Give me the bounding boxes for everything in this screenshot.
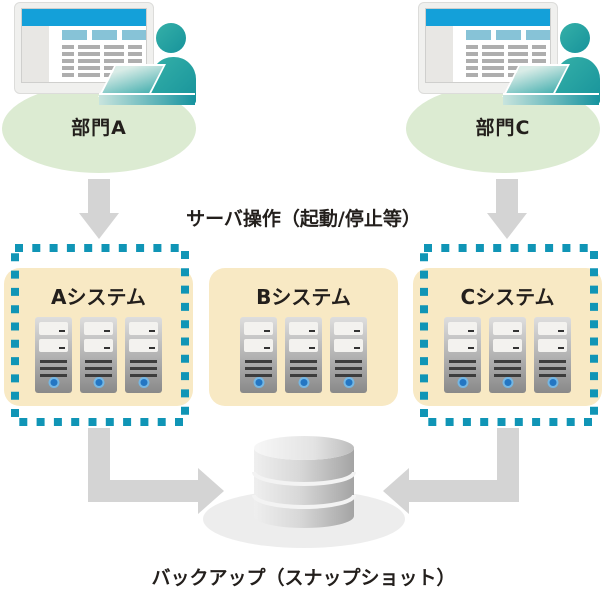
monitor-icon (418, 2, 558, 94)
server-icon (125, 317, 162, 393)
server-group (35, 317, 162, 393)
screen-titlebar (22, 9, 146, 26)
down-arrow-c-icon (487, 179, 527, 239)
server-icon (240, 317, 277, 393)
server-icon (444, 317, 481, 393)
system-box-a: Aシステム (4, 244, 193, 426)
server-icon (80, 317, 117, 393)
system-b-label: Bシステム (256, 285, 351, 309)
down-arrow-a-icon (79, 179, 119, 239)
database-icon (252, 436, 356, 528)
system-a-label: Aシステム (51, 285, 146, 309)
system-box-c: Cシステム (413, 244, 602, 426)
screen-sidebar (22, 26, 49, 82)
screen-titlebar (426, 9, 550, 26)
server-group (240, 317, 367, 393)
system-c-label: Cシステム (460, 285, 555, 309)
server-icon (534, 317, 571, 393)
server-icon (285, 317, 322, 393)
screen-sidebar (426, 26, 453, 82)
system-box-b: Bシステム (209, 268, 398, 406)
elbow-arrow-right-icon (383, 428, 519, 514)
dept-a-group: 部門A (0, 0, 200, 178)
caption-backup: バックアップ（スナップショット） (151, 567, 456, 589)
dept-a-label: 部門A (71, 117, 127, 139)
dept-c-label: 部門C (475, 117, 531, 139)
screen-table-rows (62, 45, 142, 78)
server-icon (330, 317, 367, 393)
elbow-arrow-left-icon (88, 428, 224, 514)
server-icon (35, 317, 72, 393)
caption-server-ops: サーバ操作（起動/停止等） (186, 208, 421, 230)
server-icon (489, 317, 526, 393)
screen-buttons (62, 30, 146, 40)
screen-table-rows (466, 45, 546, 78)
screen-buttons (466, 30, 550, 40)
dept-c-group: 部門C (404, 0, 604, 178)
server-group (444, 317, 571, 393)
